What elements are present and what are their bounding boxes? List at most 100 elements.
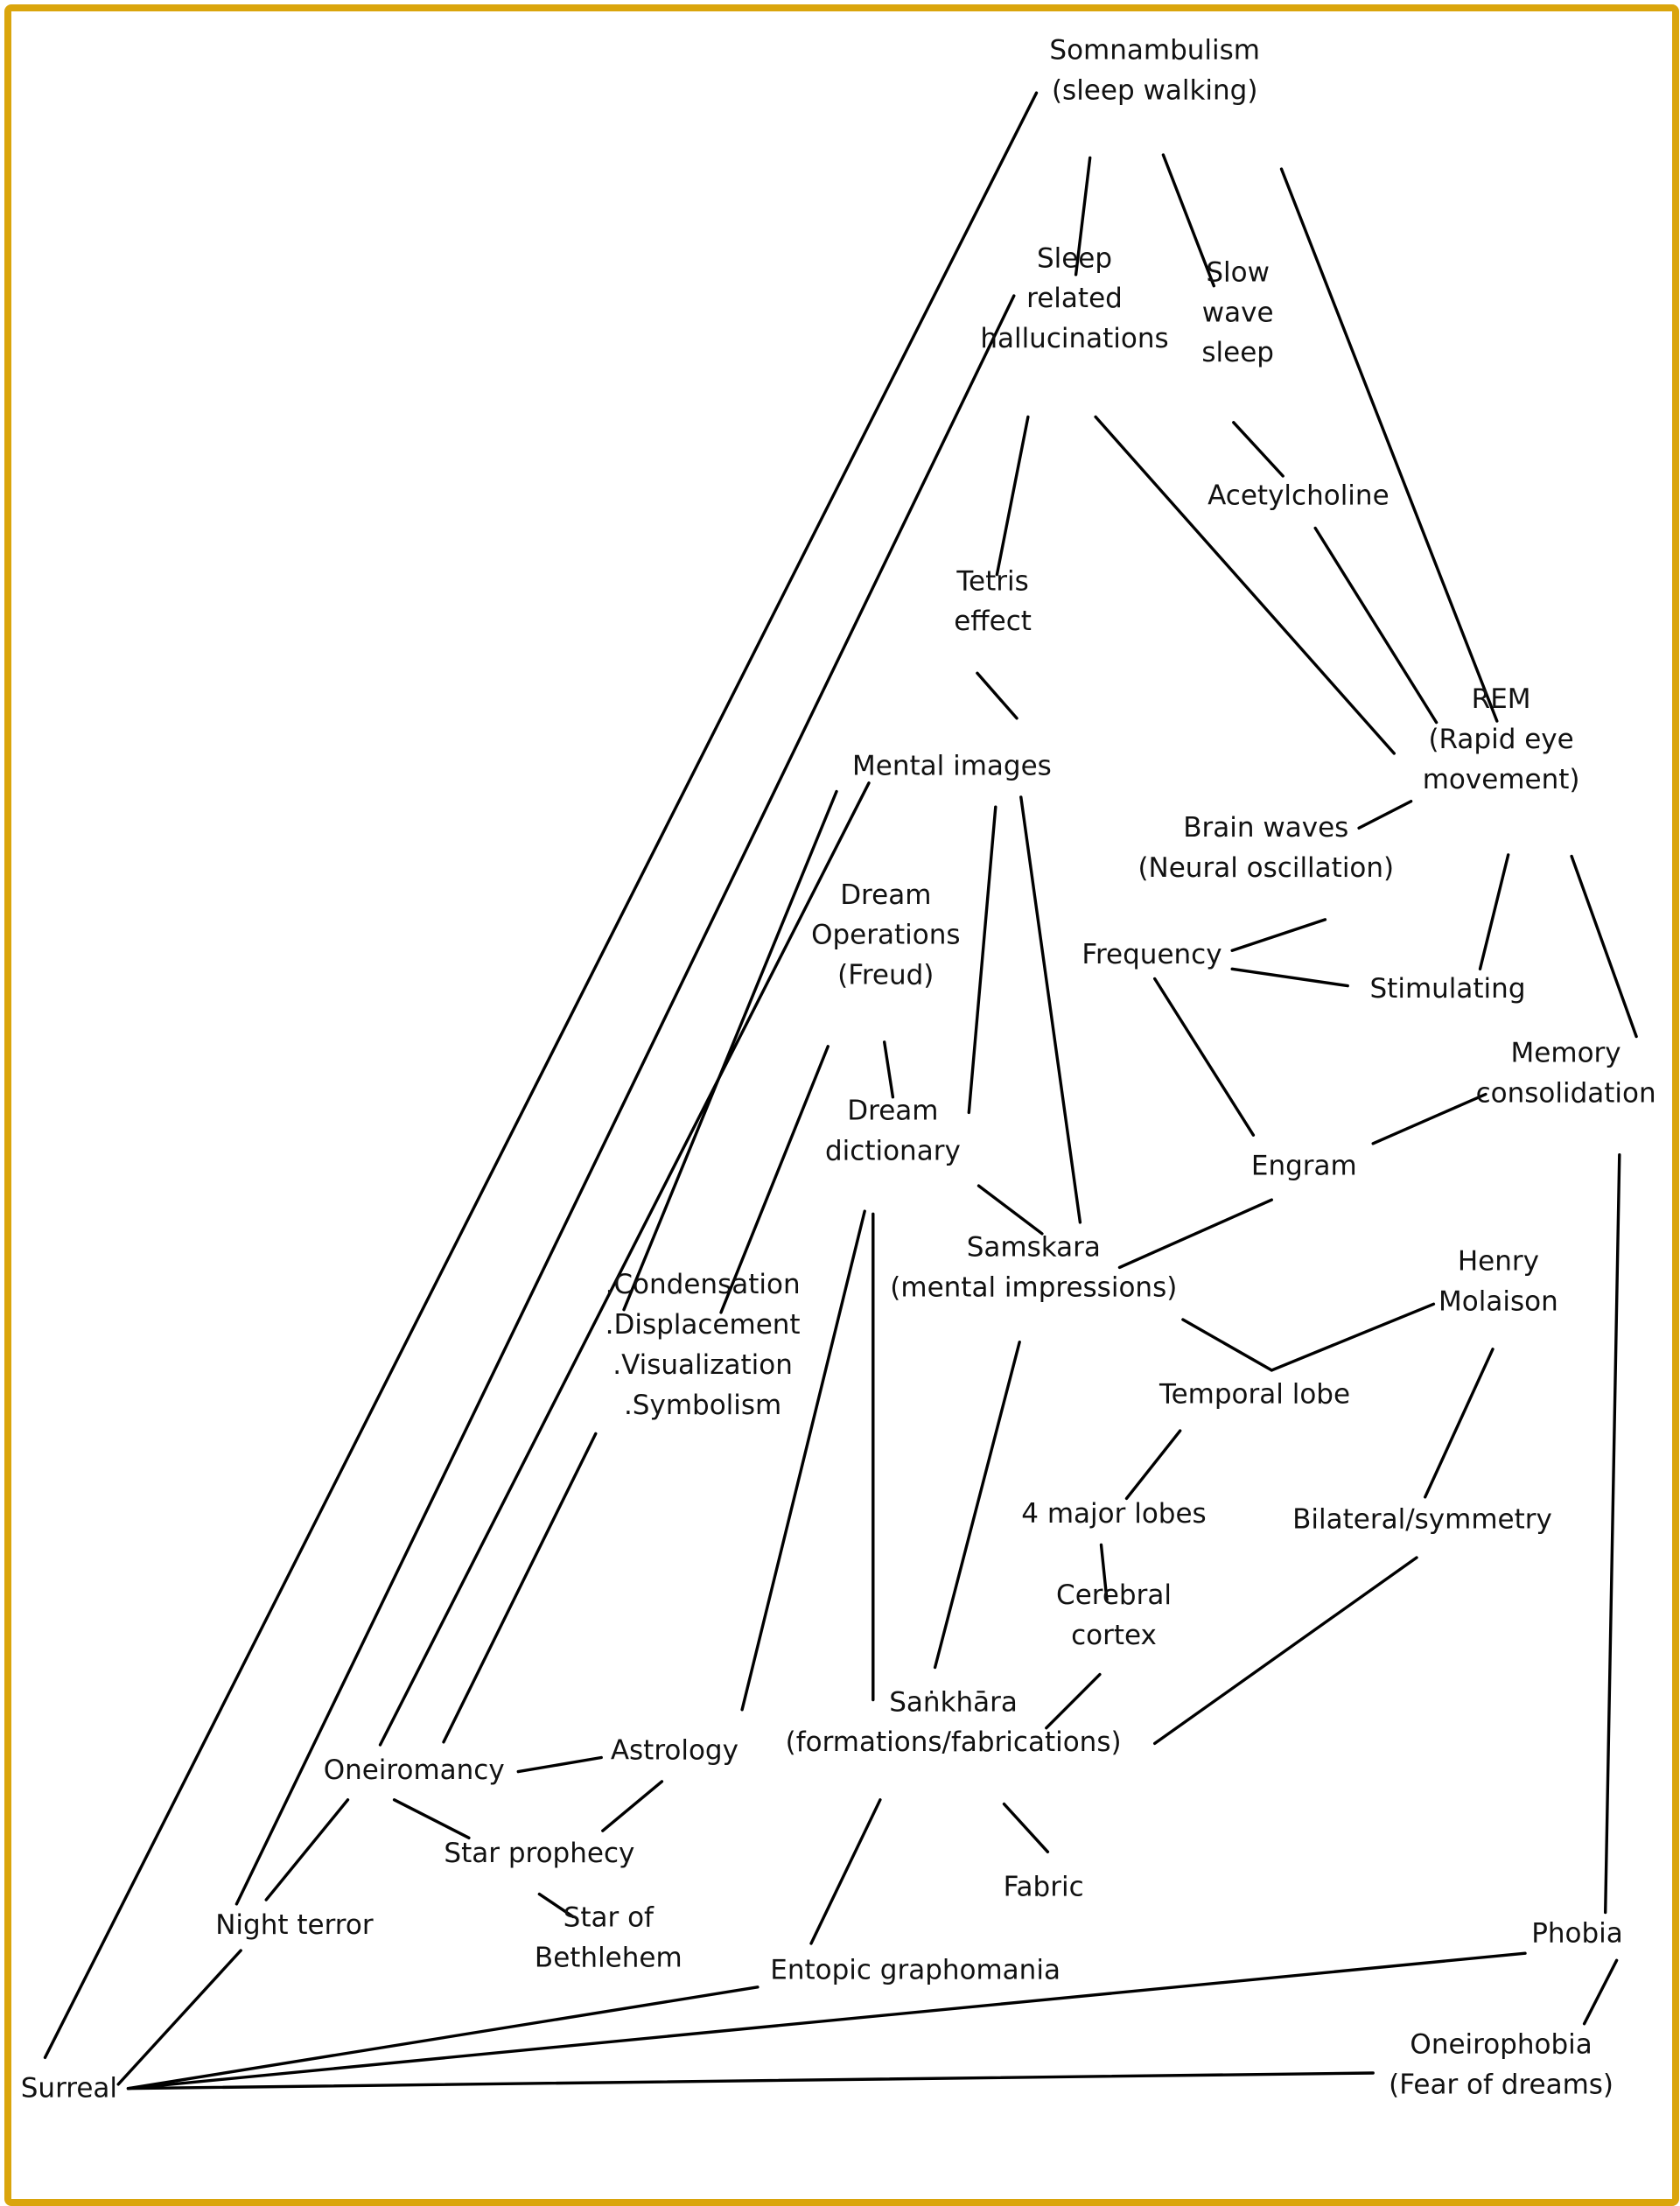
node-oneiromancy: Oneiromancy — [324, 1754, 505, 1786]
node-label-line: 4 major lobes — [1021, 1498, 1206, 1530]
edge-acetylcholine-to-rem — [1313, 526, 1438, 725]
node-label-line: Somnambulism — [1049, 35, 1260, 67]
edge-sankhara-to-fabric — [1002, 1802, 1050, 1854]
node-four-major-lobes: 4 major lobes — [1021, 1498, 1206, 1530]
node-label-line: .Displacement — [606, 1309, 801, 1341]
edge-night-terror-to-surreal — [116, 1949, 242, 2086]
edge-dream-dictionary-to-samskara — [976, 1184, 1044, 1236]
node-label-line: Dream — [847, 1095, 938, 1126]
node-label-line: Molaison — [1438, 1286, 1558, 1318]
edge-oneiromancy-to-star-prophecy — [392, 1798, 471, 1840]
node-label-line: Entopic graphomania — [770, 1955, 1060, 1986]
node-stimulating: Stimulating — [1370, 973, 1526, 1005]
edge-dream-dictionary-to-astrology — [740, 1209, 866, 1712]
edge-sleep-related-hallucinations-to-tetris-effect — [995, 415, 1030, 577]
node-mental-images: Mental images — [852, 751, 1052, 782]
node-dream-dictionary: Dream dictionary — [825, 1095, 961, 1166]
node-oneirophobia: Oneirophobia (Fear of dreams) — [1389, 2028, 1614, 2100]
edge-somnambulism-to-surreal — [43, 91, 1039, 2060]
edge-frequency-to-stimulating — [1230, 967, 1349, 988]
node-label-line: Bethlehem — [535, 1943, 682, 1974]
node-label-line: .Condensation — [606, 1269, 801, 1300]
node-label-line: Acetylcholine — [1208, 480, 1390, 512]
node-label-line: Memory — [1511, 1037, 1621, 1068]
edge-slow-wave-sleep-to-acetylcholine — [1232, 421, 1284, 478]
edge-condensation-list-to-oneiromancy — [442, 1432, 598, 1744]
node-label-line: movement) — [1423, 764, 1580, 795]
edge-samskara-to-temporal-lobe — [1181, 1318, 1274, 1372]
edge-four-major-lobes-to-cerebral-cortex — [1099, 1543, 1109, 1602]
node-label-line: Oneirophobia — [1410, 2028, 1592, 2060]
edge-sankhara-to-entopic-graphomania — [809, 1798, 882, 1945]
edge-somnambulism-to-slow-wave-sleep — [1161, 153, 1216, 288]
node-label-line: sleep — [1201, 337, 1274, 368]
node-label-line: dictionary — [825, 1135, 961, 1166]
node-frequency: Frequency — [1082, 939, 1222, 970]
edge-mental-images-to-dream-dictionary — [967, 805, 998, 1115]
node-label-line: Temporal lobe — [1158, 1378, 1350, 1410]
node-label-line: wave — [1202, 297, 1274, 328]
edge-dream-operations-to-condensation-list — [719, 1045, 830, 1314]
edge-temporal-lobe-to-henry-molaison — [1270, 1302, 1436, 1372]
edge-entopic-graphomania-to-surreal — [126, 1985, 760, 2090]
node-label-line: .Visualization — [612, 1349, 793, 1381]
node-label-line: Saṅkhāra — [889, 1686, 1018, 1718]
node-label-line: Stimulating — [1370, 973, 1526, 1005]
node-label-line: Night terror — [215, 1909, 374, 1941]
node-label-line: (Fear of dreams) — [1389, 2069, 1614, 2100]
node-star-prophecy: Star prophecy — [444, 1838, 634, 1869]
node-label-line: (sleep walking) — [1052, 74, 1257, 106]
edge-samskara-to-sankhara — [933, 1340, 1021, 1670]
node-label-line: hallucinations — [980, 323, 1168, 354]
node-label-line: Surreal — [21, 2073, 117, 2104]
edge-sleep-related-hallucinations-to-rem — [1094, 415, 1396, 755]
node-sankhara: Saṅkhāra (formations/fabrications) — [786, 1686, 1122, 1758]
node-label-line: Fabric — [1004, 1872, 1084, 1903]
edge-henry-molaison-to-bilateral-symmetry — [1423, 1348, 1494, 1499]
edge-mental-images-to-oneiromancy — [378, 781, 871, 1747]
diagram-frame — [4, 4, 1679, 2206]
node-memory-consolidation: Memory consolidation — [1476, 1037, 1656, 1109]
edge-rem-to-stimulating — [1478, 853, 1510, 971]
edge-memory-consolidation-to-engram — [1371, 1092, 1488, 1145]
node-label-line: Brain waves — [1183, 812, 1348, 844]
edge-star-prophecy-to-star-of-bethlehem — [537, 1892, 575, 1919]
node-fabric: Fabric — [1004, 1872, 1084, 1903]
node-bilateral-symmetry: Bilateral/symmetry — [1292, 1504, 1552, 1536]
node-somnambulism: Somnambulism (sleep walking) — [1049, 35, 1260, 107]
node-label-line: Tetris — [956, 565, 1028, 597]
node-label-line: Astrology — [611, 1735, 738, 1767]
node-phobia: Phobia — [1531, 1918, 1623, 1950]
edge-rem-to-memory-consolidation — [1570, 854, 1638, 1039]
edge-phobia-to-surreal — [126, 1951, 1527, 2090]
edge-memory-consolidation-to-phobia — [1603, 1152, 1621, 1915]
edge-brain-waves-to-frequency — [1230, 918, 1327, 953]
node-label-line: (Freud) — [837, 960, 934, 991]
edge-sleep-related-hallucinations-to-night-terror — [234, 294, 1016, 1906]
connector-lines — [43, 91, 1638, 2090]
node-label-line: consolidation — [1476, 1077, 1656, 1109]
node-label-line: Henry — [1458, 1246, 1539, 1278]
edge-somnambulism-to-rem — [1279, 167, 1499, 723]
node-label-line: (formations/fabrications) — [786, 1726, 1122, 1758]
edge-somnambulism-to-sleep-related-hallucinations — [1074, 156, 1092, 277]
node-label-line: (Neural oscillation) — [1138, 852, 1394, 884]
node-label-line: Dream — [840, 879, 931, 911]
edge-dream-operations-to-dream-dictionary — [883, 1040, 895, 1099]
node-astrology: Astrology — [611, 1735, 738, 1767]
node-label-line: Oneiromancy — [324, 1754, 505, 1786]
node-label-line: Star prophecy — [444, 1838, 634, 1869]
edge-tetris-effect-to-mental-images — [976, 671, 1018, 720]
edge-mental-images-to-condensation-list — [622, 789, 838, 1312]
edge-mental-images-to-samskara — [1019, 795, 1082, 1224]
node-label-line: Engram — [1251, 1151, 1357, 1182]
node-label-line: Phobia — [1531, 1918, 1623, 1950]
edge-rem-to-brain-waves — [1357, 800, 1413, 830]
